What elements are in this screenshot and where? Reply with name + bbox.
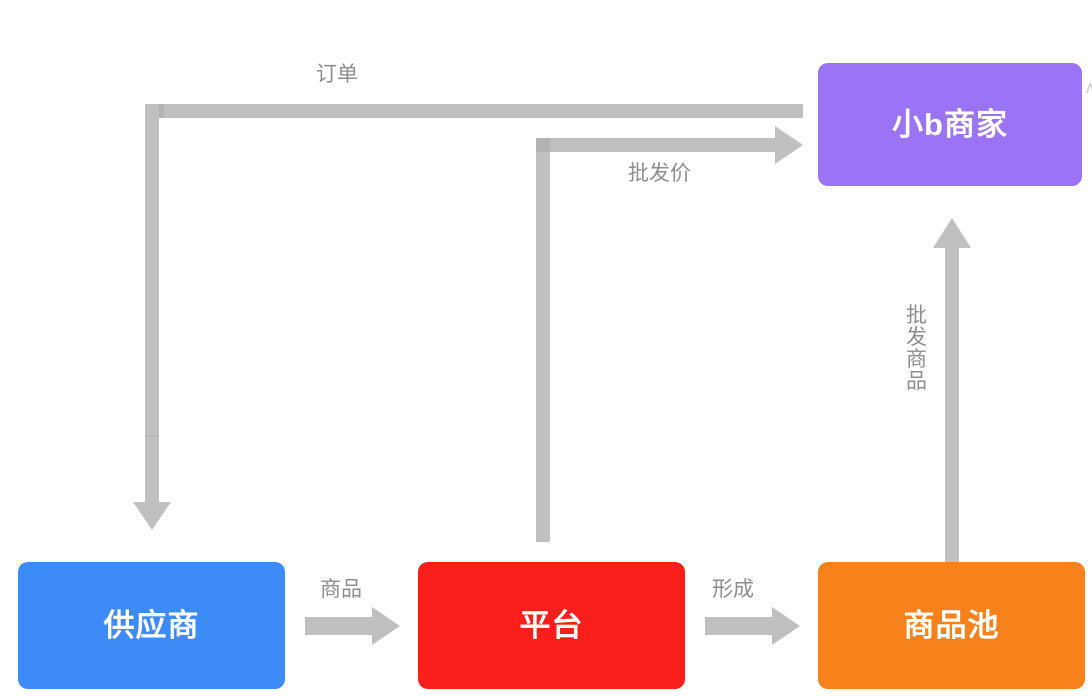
edge-wholesale-price-horizontal-segment: [536, 138, 777, 152]
node-product-pool-label: 商品池: [903, 608, 1000, 643]
edge-forms-label: 形成: [712, 578, 754, 601]
edge-goods-label: 商品: [320, 578, 362, 601]
edge-forms-arrowhead-right: [772, 607, 800, 645]
node-supplier[interactable]: 供应商: [18, 562, 285, 689]
edge-order-horizontal-segment: [150, 104, 803, 118]
edge-wholesale-price-arrowhead-right: [775, 126, 803, 164]
edge-wholesale-goods-arrowhead-up: [933, 218, 971, 248]
edge-wholesale-price-corner-overlap: [536, 138, 550, 152]
edge-goods-arrowhead-right: [372, 607, 400, 645]
edge-order-vertical-segment: [145, 104, 159, 504]
node-supplier-label: 供应商: [103, 608, 200, 643]
clipped-edge-artifact: ∧: [1084, 78, 1092, 97]
edge-wholesale-goods-label: 批发商品: [906, 304, 927, 394]
node-small-b-merchant[interactable]: 小b商家: [818, 63, 1082, 186]
edge-order-joint-tick: [145, 435, 159, 437]
edge-wholesale-price-vertical-segment: [536, 138, 550, 542]
node-platform[interactable]: 平台: [418, 562, 685, 689]
edge-wholesale-price-label: 批发价: [628, 162, 691, 185]
node-product-pool[interactable]: 商品池: [818, 562, 1085, 689]
edge-forms-body: [705, 617, 772, 635]
node-small-b-merchant-label: 小b商家: [892, 107, 1008, 142]
edge-wholesale-goods-vertical-segment: [945, 246, 959, 562]
edge-goods-body: [305, 617, 372, 635]
edge-order-arrowhead-down: [133, 502, 171, 530]
node-platform-label: 平台: [519, 608, 584, 643]
edge-order-label: 订单: [316, 63, 358, 86]
